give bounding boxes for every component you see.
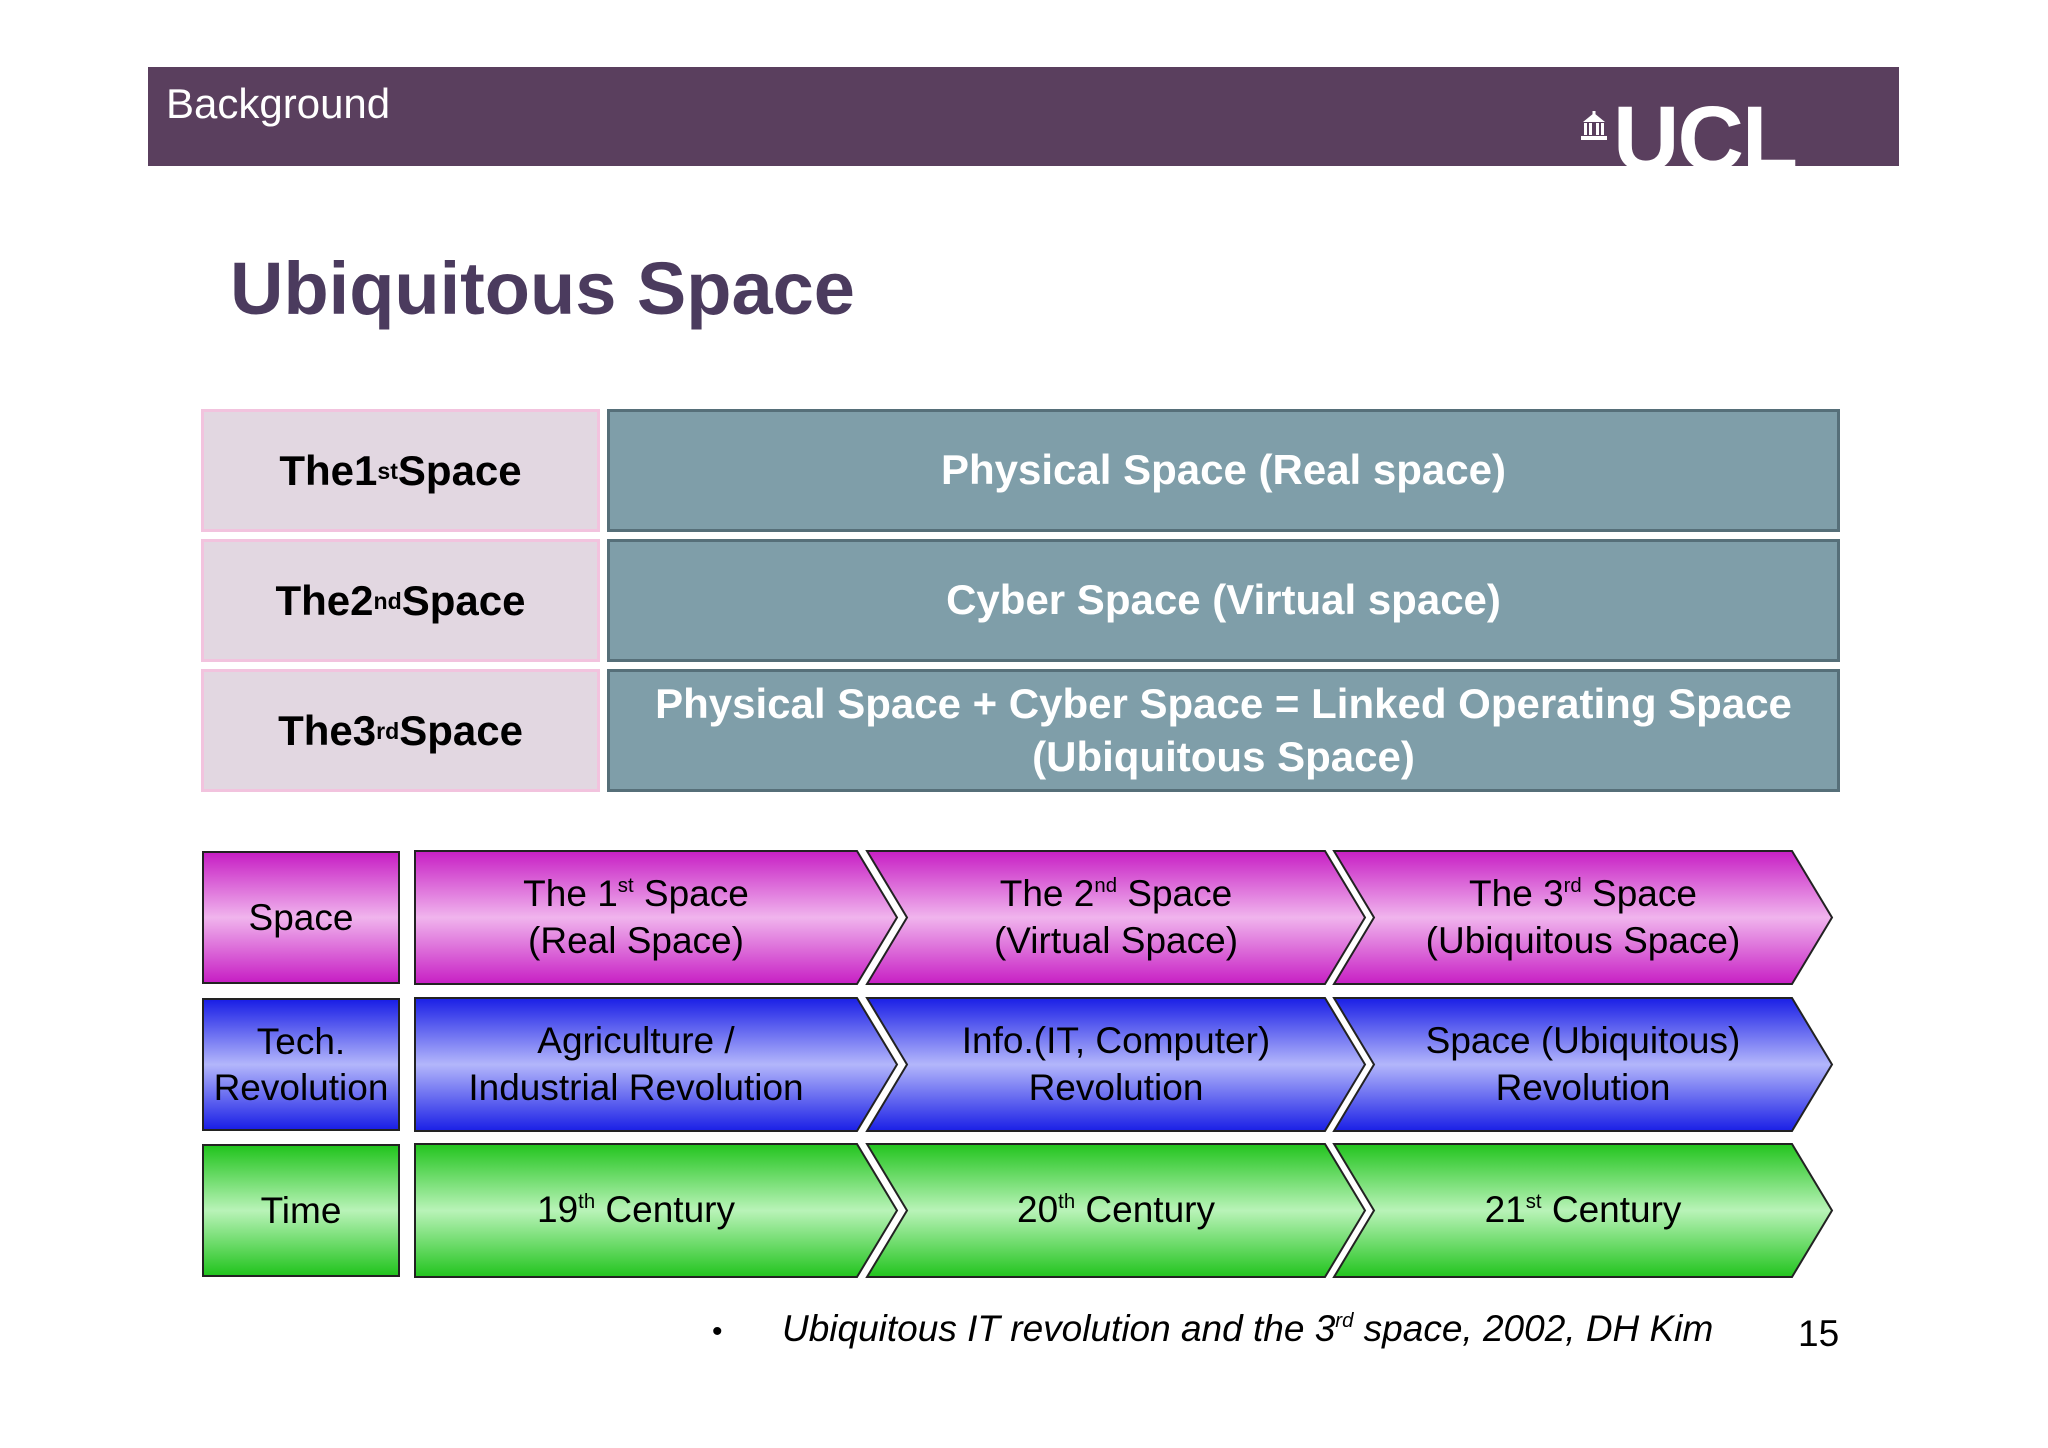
row-label-line2: Revolution	[213, 1066, 389, 1108]
ucl-logo: UCL	[1579, 97, 1841, 167]
chevron-text-line2: (Virtual Space)	[993, 919, 1239, 961]
chevron-text-a: The 1	[523, 873, 618, 915]
row-label-text: Time	[260, 1189, 342, 1231]
chevron-text-b: Space	[1581, 873, 1697, 915]
chevron-text-a: 21	[1484, 1189, 1526, 1231]
space-label-word: Space	[401, 576, 526, 624]
chevron-text-a: Info.(IT, Computer)	[961, 1020, 1271, 1062]
row-label-line1: Tech.	[256, 1021, 346, 1063]
building-icon	[1581, 111, 1607, 140]
timeline-chevron-label: Space (Ubiquitous)Revolution	[1374, 998, 1792, 1131]
space-label-ordinal: 1	[354, 446, 378, 494]
chevron-text-b: Century	[595, 1189, 735, 1231]
space-description-line2: (Ubiquitous Space)	[1032, 732, 1415, 780]
page-number: 15	[1798, 1313, 1840, 1354]
space-label-prefix: The	[275, 576, 351, 624]
timeline-row-label: Tech.Revolution	[202, 998, 400, 1131]
chevron-text-sup: th	[578, 1191, 596, 1214]
chevron-text-a: 20	[1017, 1189, 1059, 1231]
chevron-text-a: The 3	[1469, 873, 1564, 915]
timeline-chevron-label: Agriculture /Industrial Revolution	[415, 998, 857, 1131]
chevron-text-sup: st	[617, 875, 634, 898]
chevron-text-line2: Revolution	[1028, 1066, 1204, 1108]
timeline-row-label: Time	[202, 1144, 400, 1277]
chevron-text-b: Space	[1117, 873, 1233, 915]
row-label-text: Space	[248, 896, 354, 938]
space-description-line1: Physical Space + Cyber Space = Linked Op…	[655, 680, 1792, 727]
chevron-text-a: Agriculture /	[537, 1020, 735, 1062]
chevron-text-sup: st	[1525, 1191, 1542, 1214]
space-label-ordinal: 3	[352, 706, 377, 754]
chevron-text-line2: Industrial Revolution	[468, 1066, 804, 1108]
chevron-text-line2: (Ubiquitous Space)	[1425, 919, 1741, 961]
header-bar: Background UCL	[148, 67, 1899, 167]
chevron-text-b: Century	[1541, 1189, 1682, 1231]
timeline-chevron-label: The 2nd Space(Virtual Space)	[907, 851, 1325, 984]
slide-title: Ubiquitous Space	[230, 247, 855, 330]
chevron-text-sup: nd	[1094, 875, 1118, 898]
space-description-cell: Physical Space (Real space)	[607, 409, 1840, 532]
footnote-sup: rd	[1335, 1309, 1354, 1332]
space-description-cell: Physical Space + Cyber Space = Linked Op…	[607, 669, 1840, 792]
space-label-prefix: The	[278, 706, 353, 754]
section-title: Background	[166, 80, 391, 127]
space-description-line1: Cyber Space (Virtual space)	[946, 576, 1501, 624]
space-label-prefix: The	[279, 446, 354, 494]
footnote-text-b: space, 2002, DH Kim	[1353, 1308, 1714, 1349]
chevron-text-b: Century	[1075, 1189, 1215, 1231]
space-label-word: Space	[399, 706, 523, 754]
chevron-text-line2: Revolution	[1495, 1066, 1671, 1108]
chevron-text-a: 19	[537, 1189, 579, 1231]
chevron-text-sup: th	[1058, 1191, 1076, 1214]
chevron-text-b: Space	[633, 873, 749, 915]
timeline-chevron-label: Info.(IT, Computer)Revolution	[907, 998, 1325, 1131]
chevron-text-a: Space (Ubiquitous)	[1425, 1020, 1741, 1062]
timeline-chevron-label: The 1st Space(Real Space)	[415, 851, 857, 984]
space-description-line1: Physical Space (Real space)	[941, 446, 1506, 494]
chevron-text-a: The 2	[999, 873, 1095, 915]
timeline-chevron-label: The 3rd Space(Ubiquitous Space)	[1374, 851, 1792, 984]
space-label-ordinal: 2	[350, 576, 374, 624]
logo-text: UCL	[1613, 97, 1798, 167]
timeline-row-label: Space	[202, 851, 400, 984]
footnote-text-a: Ubiquitous IT revolution and the 3	[782, 1308, 1336, 1349]
space-label-word: Space	[397, 446, 522, 494]
bullet-marker: •	[712, 1315, 723, 1348]
chevron-text-line2: (Real Space)	[528, 919, 744, 961]
timeline-chevron-label: 19th Century	[415, 1144, 857, 1277]
timeline-chevron-label: 20th Century	[907, 1144, 1325, 1277]
space-description-cell: Cyber Space (Virtual space)	[607, 539, 1840, 662]
footnote: • Ubiquitous IT revolution and the 3rd sp…	[712, 1308, 1713, 1350]
chevron-text-sup: rd	[1563, 875, 1582, 898]
timeline-chevron-label: 21st Century	[1374, 1144, 1792, 1277]
